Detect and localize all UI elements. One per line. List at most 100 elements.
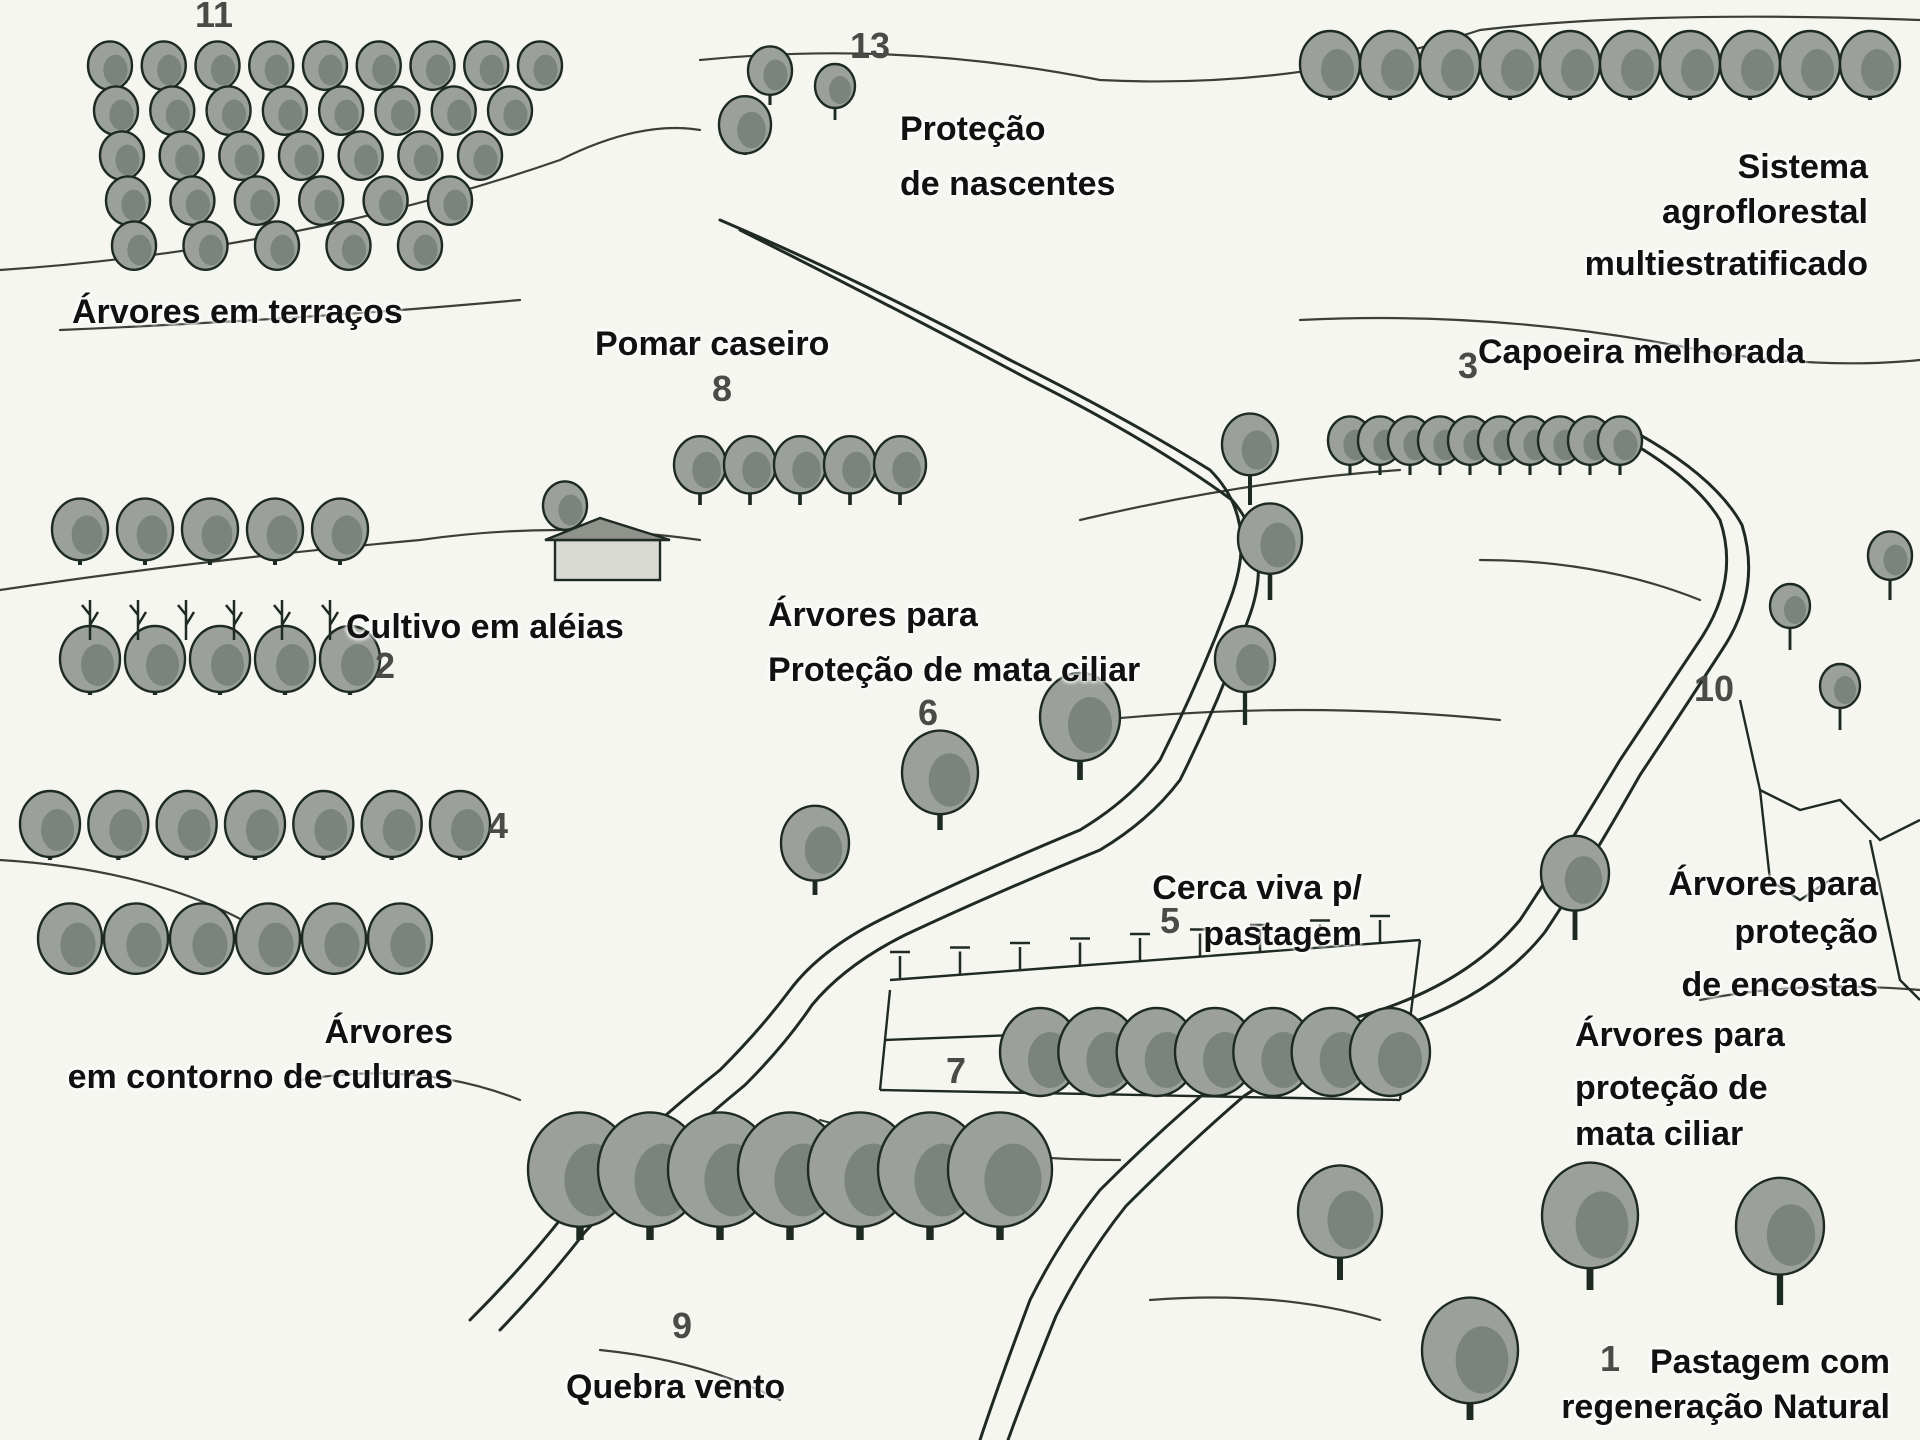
label-spring-protection-line2: de nascentes — [900, 162, 1115, 206]
fence-post — [1010, 943, 1030, 969]
terrace-tree — [160, 131, 204, 180]
alley-tree — [182, 499, 238, 565]
terrace-tree — [319, 86, 363, 135]
terrace-tree — [112, 221, 156, 270]
orchard-tree — [774, 436, 826, 505]
contour-tree — [236, 903, 300, 975]
zone-number-4: 4 — [488, 805, 508, 847]
zone-number-5: 5 — [1160, 900, 1180, 942]
terrace-tree — [100, 131, 144, 180]
zone-number-8: 8 — [712, 368, 732, 410]
terrace-tree — [94, 86, 138, 135]
agroforestry-tree — [1660, 31, 1720, 100]
terrace-tree — [398, 131, 442, 180]
alley-tree — [52, 499, 108, 565]
terrace-tree — [184, 221, 228, 270]
label-home-orchard: Pomar caseiro — [595, 322, 829, 366]
fence-post — [1370, 916, 1390, 942]
contour-tree — [20, 791, 80, 860]
contour-tree — [104, 903, 168, 975]
fallow-tree — [1598, 416, 1642, 475]
river — [470, 220, 1749, 1440]
terrace-tree — [235, 176, 279, 225]
contour-tree — [157, 791, 217, 860]
contour-tree — [362, 791, 422, 860]
terrace-tree — [255, 221, 299, 270]
zone-number-6: 6 — [918, 692, 938, 734]
agroforestry-tree — [1420, 31, 1480, 100]
fence-post — [1070, 939, 1090, 965]
orchard-tree — [724, 436, 776, 505]
zone-number-3: 3 — [1458, 345, 1478, 387]
terrace-tree — [88, 41, 132, 90]
terrace-tree — [106, 176, 150, 225]
zone-number-1: 1 — [1600, 1338, 1620, 1380]
label-contour-trees-line2: em contorno de culuras — [68, 1055, 453, 1099]
riparian-grove-tree — [1350, 1008, 1430, 1096]
orchard-tree — [874, 436, 926, 505]
terrace-tree — [196, 41, 240, 90]
terrace-tree — [142, 41, 186, 90]
terrace-tree — [464, 41, 508, 90]
terrace-tree — [299, 176, 343, 225]
terrace-tree — [327, 221, 371, 270]
cliff — [1740, 700, 1920, 1000]
slope-tree — [1868, 531, 1912, 600]
spring-tree — [748, 46, 792, 105]
terrace-tree — [518, 41, 562, 90]
contour-tree — [368, 903, 432, 975]
alley-tree — [190, 626, 250, 695]
alley-tree — [125, 626, 185, 695]
orchard-tree — [674, 436, 726, 505]
trees — [20, 31, 1912, 1420]
zone-number-10: 10 — [1694, 668, 1734, 710]
spring-tree — [815, 64, 855, 120]
orchard-tree — [824, 436, 876, 505]
terrace-tree — [375, 86, 419, 135]
label-spring-protection-line1: Proteção — [900, 107, 1046, 151]
terrace-tree — [249, 41, 293, 90]
pasture-tree — [1736, 1178, 1824, 1305]
slope-tree — [1770, 584, 1810, 650]
agroforestry-tree — [1360, 31, 1420, 100]
label-contour-trees-line1: Árvores — [324, 1010, 453, 1054]
agroforestry-tree — [1480, 31, 1540, 100]
contour-tree — [302, 903, 366, 975]
terrace-tree — [279, 131, 323, 180]
label-live-fence-line2: pastagem — [1203, 912, 1362, 956]
terrace-tree — [411, 41, 455, 90]
label-alley-cropping: Cultivo em aléias — [346, 605, 624, 649]
zone-number-2: 2 — [375, 645, 395, 687]
agroforestry-tree — [1600, 31, 1660, 100]
label-riparian-trees-2-line3: mata ciliar — [1575, 1112, 1743, 1156]
fence-post — [1130, 934, 1150, 960]
pasture-tree — [1298, 1165, 1382, 1280]
label-slope-protection-line2: proteção — [1734, 910, 1878, 954]
riparian-tree — [781, 806, 849, 895]
label-multistrata-agroforestry-line3: multiestratificado — [1585, 242, 1868, 286]
terrace-tree — [219, 131, 263, 180]
terrace-tree — [364, 176, 408, 225]
terrace-tree — [207, 86, 251, 135]
terrace-tree — [263, 86, 307, 135]
crop-plant — [178, 600, 194, 640]
pasture-tree — [1422, 1298, 1518, 1420]
agroforestry-tree — [1840, 31, 1900, 100]
fence-post — [950, 948, 970, 974]
terrace-tree — [339, 131, 383, 180]
terrace-tree — [458, 131, 502, 180]
terrace-tree — [432, 86, 476, 135]
slope-tree — [1820, 664, 1860, 730]
contour-tree — [170, 903, 234, 975]
terrace-tree — [357, 41, 401, 90]
fence-post — [890, 952, 910, 978]
terrace-tree — [170, 176, 214, 225]
contour-tree — [225, 791, 285, 860]
agroforestry-tree — [1540, 31, 1600, 100]
terrace-tree — [488, 86, 532, 135]
windbreak-tree — [948, 1112, 1052, 1240]
agroforestry-tree — [1300, 31, 1360, 100]
zone-number-11: 11 — [195, 0, 233, 36]
